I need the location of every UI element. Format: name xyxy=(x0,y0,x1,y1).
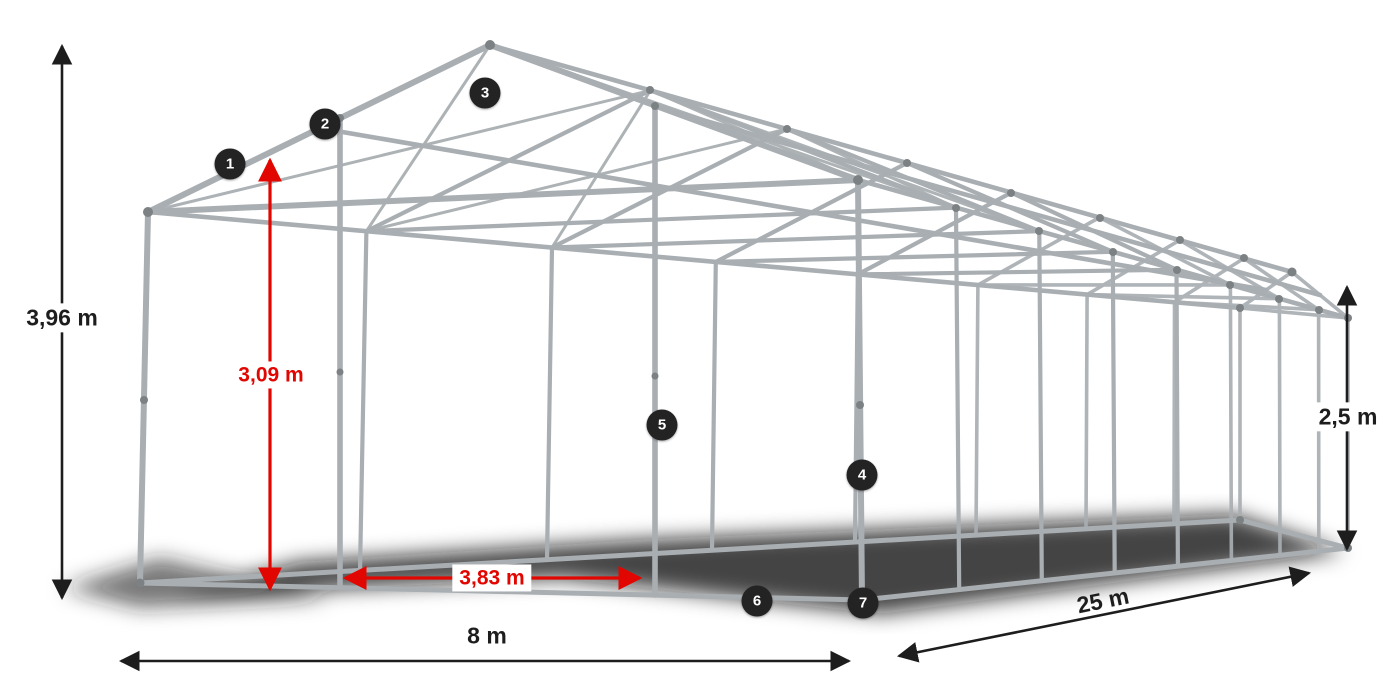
interior-frames xyxy=(357,88,1180,592)
side-height-label: 2,5 m xyxy=(1311,402,1385,432)
entrance-posts xyxy=(337,103,658,598)
marker-2[interactable]: 2 xyxy=(309,108,341,140)
total-height-label: 3,96 m xyxy=(19,303,105,333)
marker-5[interactable]: 5 xyxy=(646,409,678,441)
ground-shadow xyxy=(62,514,1345,614)
marker-7[interactable]: 7 xyxy=(847,587,879,619)
marker-1[interactable]: 1 xyxy=(214,148,246,180)
marker-4[interactable]: 4 xyxy=(846,459,878,491)
longitudinal-members xyxy=(145,42,1351,321)
width-label: 8 m xyxy=(460,621,514,651)
entrance-width-label: 3,83 m xyxy=(452,564,532,592)
tent-frame xyxy=(135,40,1352,605)
entrance-height-label: 3,09 m xyxy=(231,361,311,389)
marker-3[interactable]: 3 xyxy=(469,77,501,109)
length-arrow xyxy=(896,566,1312,663)
marker-6[interactable]: 6 xyxy=(741,585,773,617)
frame-joints xyxy=(135,40,1352,605)
